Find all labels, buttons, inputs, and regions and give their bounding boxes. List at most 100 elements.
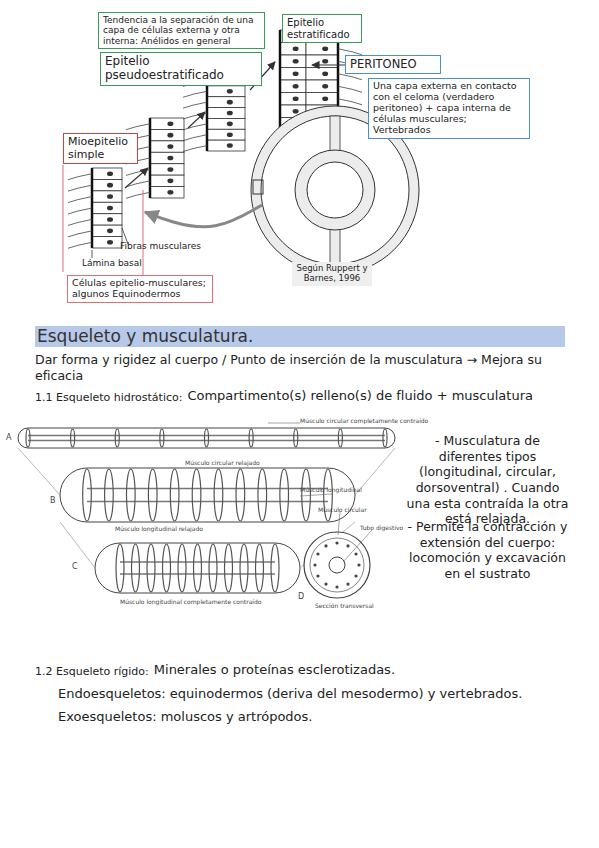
progression-arrow (188, 112, 205, 128)
cell-nucleus (107, 217, 113, 222)
cell-nucleus (322, 59, 328, 64)
muscle-fiber (68, 242, 92, 248)
muscle-fiber (68, 174, 92, 180)
text-box: Epitelio estratificado (282, 14, 362, 43)
detail-arrow (145, 205, 262, 227)
circular-muscle (132, 544, 140, 592)
circular-muscle (271, 544, 279, 592)
section-inner (310, 538, 364, 592)
body-text: Lámina basal (82, 258, 142, 269)
box-text: Epitelio pseudoestratificado (105, 55, 257, 83)
worm-body (60, 468, 355, 522)
cell-nucleus (167, 167, 173, 172)
circular-muscle (302, 469, 311, 521)
longitudinal-muscle (28, 435, 385, 437)
epithelial-cell (207, 108, 245, 119)
body-text: Compartimento(s) relleno(s) de fluido + … (187, 388, 533, 404)
text-box: Células epitelio-musculares; algunos Equ… (67, 275, 213, 303)
text-box: Mioepitelio simple (63, 133, 138, 164)
circular-muscle (249, 429, 253, 447)
progression-arrow (125, 168, 148, 188)
longitudinal-muscle-dot (357, 563, 360, 566)
cell-nucleus (227, 100, 233, 105)
muscle-fiber (68, 197, 92, 203)
epithelial-cell (92, 191, 122, 202)
figure-label: D (298, 592, 304, 602)
circular-muscle (147, 544, 155, 592)
longitudinal-muscle-dot (313, 563, 316, 566)
body-text: Dar forma y rigidez al cuerpo / Punto de… (35, 352, 565, 383)
epithelial-cell (92, 214, 122, 225)
epithelium-illustration (183, 75, 245, 152)
circular-muscle (205, 429, 209, 447)
epithelial-cell (306, 93, 338, 106)
circular-muscle (256, 544, 264, 592)
circular-muscle (280, 469, 289, 521)
box-text: Mioepitelio simple (68, 136, 133, 161)
cell-nucleus (107, 206, 113, 211)
epithelial-cell (150, 164, 184, 175)
cell-nucleus (293, 84, 299, 89)
circular-muscle (192, 469, 201, 521)
guide-line (18, 448, 60, 495)
cell-nucleus (293, 71, 299, 76)
cell-nucleus (293, 96, 299, 101)
figure-label: A (6, 433, 11, 443)
worm-illustration (60, 468, 355, 522)
longitudinal-muscle (28, 440, 385, 442)
epithelial-cell (280, 55, 306, 68)
epithelial-cell (150, 187, 184, 198)
muscle-fiber (183, 135, 207, 141)
circular-muscle (105, 469, 114, 521)
figure-label: B (50, 496, 56, 506)
epithelial-cell (150, 175, 184, 186)
muscle-fiber (338, 49, 362, 55)
box-text: Según Ruppert y Barnes, 1996 (296, 264, 368, 284)
leader-line (338, 512, 340, 535)
epithelium-illustration (68, 168, 122, 248)
longitudinal-muscle-dot (324, 544, 327, 547)
circular-muscle (324, 469, 333, 521)
epithelial-cell (280, 68, 306, 81)
epithelial-cell (207, 129, 245, 140)
figure-label: Músculo longitudinal (300, 486, 362, 494)
circular-muscle (214, 469, 223, 521)
cell-nucleus (293, 46, 299, 51)
circular-muscle (116, 544, 124, 592)
leader-line (268, 423, 300, 424)
epithelial-cell (207, 140, 245, 151)
digestive-tube (329, 557, 345, 573)
body-text: Minerales o proteínas esclerotizadas. (154, 662, 395, 678)
red-bracket (63, 165, 64, 272)
muscle-fiber (68, 185, 92, 191)
longitudinal-muscle-dot (335, 585, 338, 588)
muscle-fiber (183, 146, 207, 152)
cell-nucleus (167, 144, 173, 149)
figure-label: Músculo circular relajado (185, 459, 260, 467)
circular-muscle (383, 429, 387, 447)
worm-illustration (95, 543, 300, 593)
gut-wall (295, 150, 375, 230)
cell-nucleus (167, 179, 173, 184)
section-wall (304, 532, 370, 598)
cell-nucleus (107, 240, 113, 245)
longitudinal-muscle-dot (316, 552, 319, 555)
epithelial-cell (207, 118, 245, 129)
box-text: Una capa externa en contacto con el celo… (373, 81, 525, 136)
muscle-fiber (183, 102, 207, 108)
epithelial-cell (207, 97, 245, 108)
longitudinal-muscle-dot (316, 574, 319, 577)
cell-nucleus (322, 84, 328, 89)
body-text: - Permite la contracción y extensión del… (405, 519, 570, 582)
circular-muscle (170, 469, 179, 521)
muscle-fiber (338, 99, 362, 105)
cell-nucleus (107, 229, 113, 234)
longitudinal-muscle (87, 501, 328, 503)
cell-nucleus (227, 143, 233, 148)
circular-muscle (160, 429, 164, 447)
body-text: Fibras musculares (120, 241, 201, 252)
muscle-fiber (68, 231, 92, 237)
circular-muscle (225, 544, 233, 592)
leader-line (343, 530, 372, 562)
cell-nucleus (227, 111, 233, 116)
